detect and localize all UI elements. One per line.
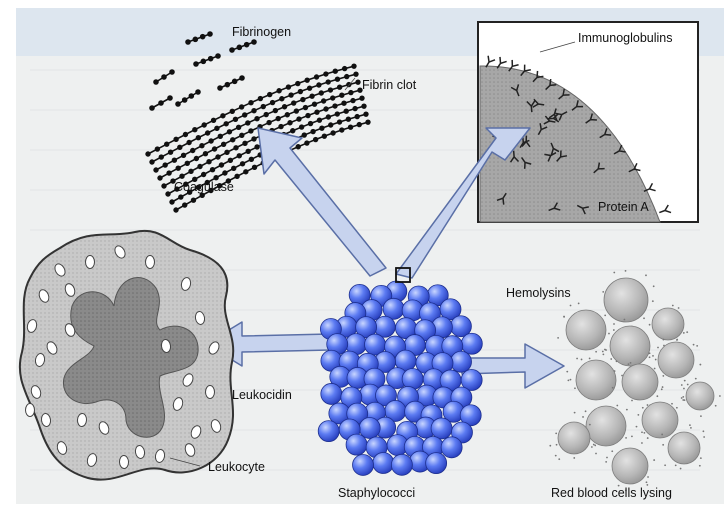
granule-icon	[77, 413, 87, 427]
protein-a-label: Protein A	[598, 200, 649, 214]
staphylococcus-coccus	[359, 417, 380, 438]
staphylococcus-coccus	[402, 368, 423, 389]
staphylococcus-coccus	[353, 454, 374, 475]
staphylococcus-coccus	[431, 418, 452, 439]
granule-icon	[26, 404, 35, 417]
leukocyte	[20, 231, 233, 480]
granule-icon	[86, 256, 95, 269]
fibrin-clot-label: Fibrin clot	[362, 78, 416, 92]
protein-a-inset	[478, 22, 698, 222]
granule-icon	[146, 256, 155, 269]
coagulase-label: Coagulase	[174, 180, 234, 194]
staphylococcus-coccus	[346, 434, 367, 455]
granule-icon	[119, 455, 128, 468]
staphylococcus-coccus	[441, 437, 462, 458]
granule-icon	[206, 386, 215, 399]
staphylococcus-coccus	[391, 454, 412, 475]
staphylococcus-coccus	[451, 351, 472, 372]
staphylococci-label: Staphylococci	[338, 486, 415, 500]
leukocidin-label: Leukocidin	[232, 388, 292, 402]
staphylococcus-coccus	[373, 453, 394, 474]
hemolysins-label: Hemolysins	[506, 286, 571, 300]
immunoglobulins-label: Immunoglobulins	[578, 31, 673, 45]
red-blood-cells-label: Red blood cells lysing	[551, 486, 672, 500]
staphylococcus-coccus	[461, 333, 482, 354]
staphylococcus-coccus	[321, 383, 342, 404]
leukocyte-label: Leukocyte	[208, 460, 265, 474]
staphylococcus-coccus	[318, 421, 339, 442]
staphylococcus-coccus	[426, 453, 447, 474]
fibrinogen-label: Fibrinogen	[232, 25, 291, 39]
